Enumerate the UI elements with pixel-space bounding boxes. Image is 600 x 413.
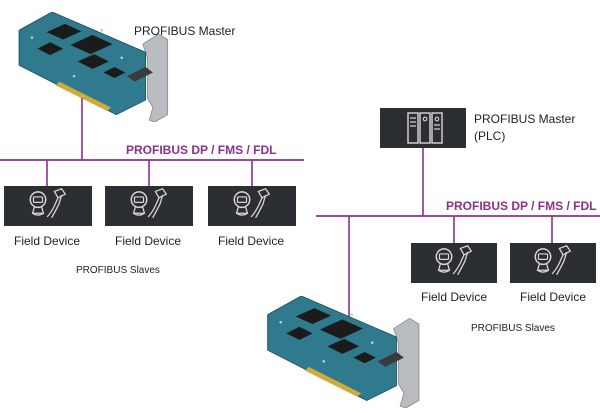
- left-field-device-label-2: Field Device: [115, 234, 182, 248]
- right-bus-label: PROFIBUS DP / FMS / FDL: [446, 199, 597, 213]
- left-slaves-label: PROFIBUS Slaves: [76, 265, 160, 276]
- right-master-card-image: [267, 296, 420, 408]
- right-field-device-label-2: Field Device: [520, 290, 587, 304]
- left-field-device-label-3: Field Device: [218, 234, 285, 248]
- left-bus-label: PROFIBUS DP / FMS / FDL: [126, 143, 277, 157]
- right-master-label-line2: (PLC): [474, 129, 506, 143]
- plc-box: [380, 108, 466, 148]
- right-master-label-line1: PROFIBUS Master: [474, 112, 576, 126]
- left-field-device-box-2: [105, 186, 193, 226]
- left-master-label: PROFIBUS Master: [134, 24, 236, 38]
- right-field-device-box-2: [510, 243, 596, 283]
- left-field-device-label-1: Field Device: [14, 234, 81, 248]
- right-field-device-label-1: Field Device: [421, 290, 488, 304]
- right-network: [267, 108, 600, 408]
- left-field-device-box-3: [208, 186, 296, 226]
- right-slaves-label: PROFIBUS Slaves: [471, 323, 555, 334]
- left-network: [0, 12, 304, 226]
- right-field-device-box-1: [411, 243, 497, 283]
- left-field-device-box-1: [4, 186, 92, 226]
